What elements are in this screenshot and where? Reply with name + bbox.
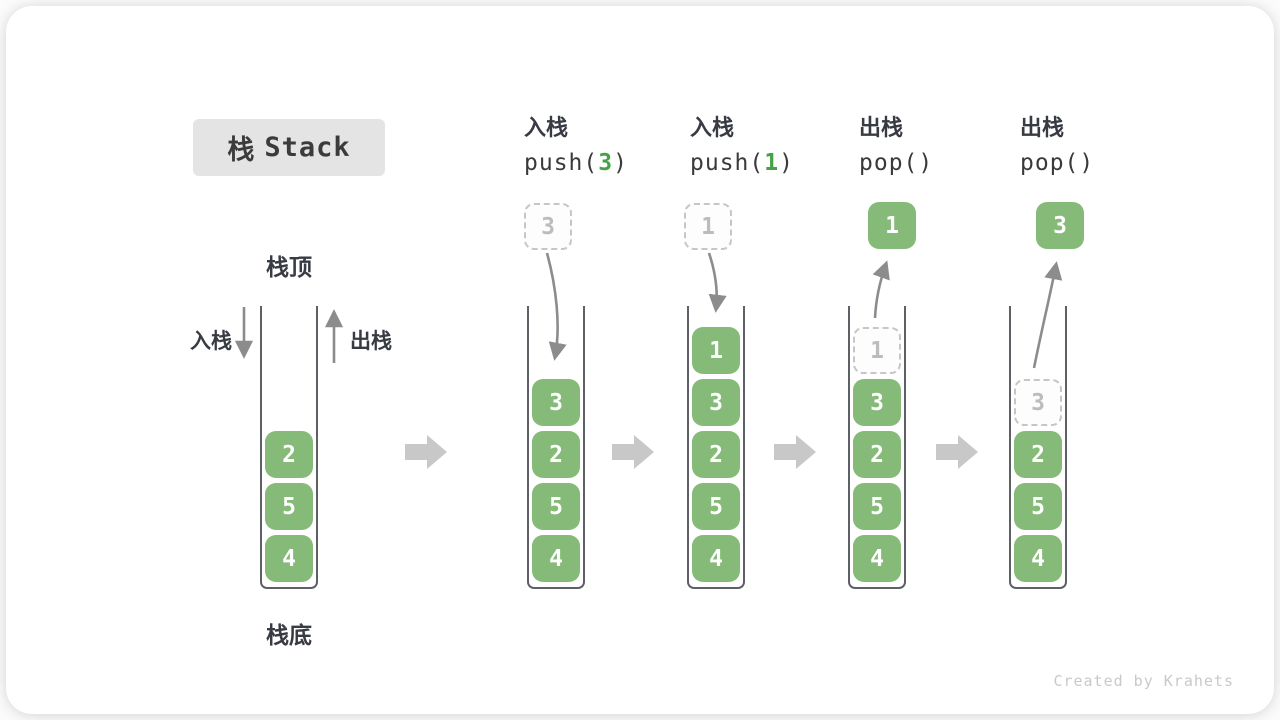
stack-cell: 5 bbox=[265, 483, 313, 530]
stack-cell: 2 bbox=[853, 431, 901, 478]
code-pre: push( bbox=[690, 150, 765, 176]
push1-flow-arrow-icon bbox=[707, 252, 727, 313]
next-step-arrow-icon bbox=[612, 435, 654, 469]
op-label: 入栈 bbox=[690, 115, 735, 140]
op-header-push-1: 入栈 push(1) bbox=[690, 110, 794, 176]
pending-push-box-3: 3 bbox=[524, 203, 572, 250]
code-post: ) bbox=[613, 150, 628, 176]
stack-cell: 4 bbox=[692, 535, 740, 582]
title-latin: Stack bbox=[264, 132, 351, 163]
stack-cell: 5 bbox=[1014, 483, 1062, 530]
stack-cell-dashed: 3 bbox=[1014, 379, 1062, 426]
next-step-arrow-icon bbox=[405, 435, 447, 469]
stack-cell-dashed: 1 bbox=[853, 327, 901, 374]
code-post: ) bbox=[779, 150, 794, 176]
code-pre: pop( bbox=[859, 150, 919, 176]
code-pre: pop( bbox=[1020, 150, 1080, 176]
next-step-arrow-icon bbox=[774, 435, 816, 469]
stack-state-after-pop3: 3 2 5 4 bbox=[1009, 306, 1067, 589]
op-header-pop-1: 出栈 pop() bbox=[859, 110, 933, 176]
stack-top-label: 栈顶 bbox=[266, 254, 312, 280]
code-post: ) bbox=[1079, 150, 1095, 176]
stack-state-after-pop1: 1 3 2 5 4 bbox=[848, 306, 906, 589]
stack-cell: 4 bbox=[853, 535, 901, 582]
stack-state-initial: 2 5 4 bbox=[260, 306, 318, 589]
next-step-arrow-icon bbox=[936, 435, 978, 469]
pop-direction-label: 出栈 bbox=[350, 330, 392, 353]
popped-value-box-1: 1 bbox=[868, 202, 916, 249]
stack-cell: 5 bbox=[532, 483, 580, 530]
stack-state-after-push1: 1 3 2 5 4 bbox=[687, 306, 745, 589]
popped-value-box-3: 3 bbox=[1036, 202, 1084, 249]
stack-cell: 4 bbox=[1014, 535, 1062, 582]
op-header-pop-2: 出栈 pop() bbox=[1020, 110, 1094, 176]
stack-cell: 2 bbox=[265, 431, 313, 478]
stack-cell: 3 bbox=[692, 379, 740, 426]
code-pre: push( bbox=[524, 150, 599, 176]
op-label: 出栈 bbox=[859, 115, 904, 140]
op-label: 入栈 bbox=[524, 115, 569, 140]
push-direction-label: 入栈 bbox=[190, 330, 232, 353]
op-code: pop() bbox=[859, 150, 933, 176]
stack-cell: 2 bbox=[532, 431, 580, 478]
stack-cell: 2 bbox=[1014, 431, 1062, 478]
op-code: push(1) bbox=[690, 150, 794, 176]
title-cjk: 栈 bbox=[227, 135, 255, 165]
stack-cell: 1 bbox=[692, 327, 740, 374]
op-header-push-3: 入栈 push(3) bbox=[524, 110, 628, 176]
stack-cell: 5 bbox=[692, 483, 740, 530]
op-label: 出栈 bbox=[1020, 115, 1065, 140]
op-code: push(3) bbox=[524, 150, 628, 176]
diagram-card: 栈 Stack 入栈 push(3) 入栈 push(1) 出栈 pop() 出… bbox=[6, 6, 1274, 714]
pending-push-box-1: 1 bbox=[684, 203, 732, 250]
stack-cell: 3 bbox=[853, 379, 901, 426]
stack-cell: 2 bbox=[692, 431, 740, 478]
stack-state-after-push3: 3 2 5 4 bbox=[527, 306, 585, 589]
stack-cell: 5 bbox=[853, 483, 901, 530]
stack-cell: 4 bbox=[265, 535, 313, 582]
code-arg: 3 bbox=[598, 150, 614, 176]
stack-bottom-label: 栈底 bbox=[266, 622, 312, 648]
op-code: pop() bbox=[1020, 150, 1094, 176]
watermark: Created by Krahets bbox=[1053, 672, 1234, 690]
stack-cell: 3 bbox=[532, 379, 580, 426]
code-arg: 1 bbox=[764, 150, 780, 176]
code-post: ) bbox=[918, 150, 934, 176]
stack-cell: 4 bbox=[532, 535, 580, 582]
title-badge: 栈 Stack bbox=[193, 119, 385, 176]
